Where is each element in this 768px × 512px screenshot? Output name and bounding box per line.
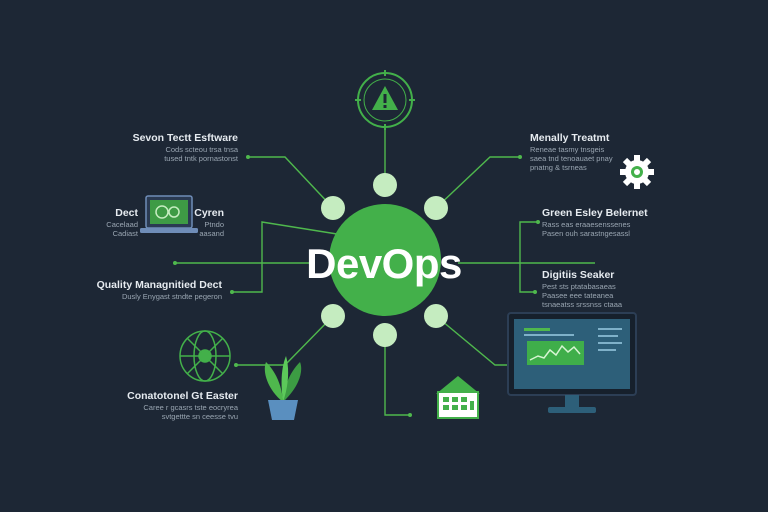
endpoint-dot [234,363,238,367]
connector-cyren [232,221,338,293]
network-globe-icon [179,330,231,382]
desc-line: Pest sts ptatabasaeas [542,282,616,291]
desc-line: saea tnd tenoauaet pnay [530,154,613,163]
node-desc-dect: Cacelaad Cadiast [96,220,138,238]
desc-line: Cadiast [112,229,138,238]
satellite-node [373,173,397,197]
desc-line: aasand [199,229,224,238]
endpoint-dot [536,220,540,224]
desc-line: Reneae tasmy tnsgeis [530,145,605,154]
satellite-node [424,196,448,220]
node-desc-cyren: Ptndo aasand [188,220,224,238]
satellite-node [373,323,397,347]
connector-monitor [435,315,510,366]
connector-sevon [248,156,334,209]
node-desc-green: Rass eas eraaesenssenes Pasen ouh sarast… [542,220,662,238]
node-label-digitiis: Digitiis Seaker [542,269,615,281]
endpoint-dot [230,290,234,294]
node-label-cyren: Cyren [194,207,224,219]
node-label-dect: Dect [115,207,138,219]
central-hub [329,204,441,316]
node-label-menally: Menally Treatmt [530,132,610,144]
node-label-quality: Quality Managnitied Dect [96,279,222,291]
node-label-green: Green Esley Belernet [542,207,648,219]
node-desc-sevon: Cods scteou trsa tnsa tused tntk pornast… [118,145,238,163]
desc-line: Pasen ouh sarastngesassl [542,229,630,238]
desc-line: tused tntk pornastonst [164,154,238,163]
node-label-sevon: Sevon Tectt Esftware [132,132,238,144]
desc-line: Cods scteou trsa tnsa [165,145,238,154]
node-label-conatotonel: Conatotonel Gt Easter [127,390,238,402]
plant-icon [264,356,302,420]
connector-menally [435,156,520,209]
desc-line: pnatng & tsrneas [530,163,587,172]
warning-triangle-icon [355,70,415,130]
satellite-node [424,304,448,328]
node-desc-menally: Reneae tasmy tnsgeis saea tnd tenoauaet … [530,145,630,172]
desc-line: svtgettte sn ceesse tvu [161,412,238,421]
desc-line: Rass eas eraaesenssenes [542,220,631,229]
endpoint-dot [408,413,412,417]
endpoint-dot [518,155,522,159]
connector-conatotonel [236,315,334,366]
connector-bottom [384,335,410,416]
desc-line: Dusly Enygast stndte pegeron [121,292,222,301]
node-desc-conatotonel: Caree r gcasrs tste eocryrea svtgettte s… [118,403,238,421]
satellite-node [321,304,345,328]
endpoint-dot [173,261,177,265]
central-title: DevOps [306,240,462,287]
satellite-node [321,196,345,220]
node-desc-quality: Dusly Enygast stndte pegeron [96,292,222,301]
desc-line: Paasee eee tateanea [542,291,614,300]
desc-line: Cacelaad [106,220,138,229]
node-desc-digitiis: Pest sts ptatabasaeas Paasee eee tateane… [542,282,662,309]
gear-icon [620,155,654,189]
house-grid-icon [436,376,480,419]
connector-green-branch [519,221,538,263]
desc-line: Caree r gcasrs tste eocryrea [143,403,238,412]
desc-line: Ptndo [204,220,224,229]
laptop-icon [140,195,198,233]
desc-line: tsnaeatss srssnss ctaaa [542,300,623,309]
monitor-chart-icon [507,312,637,413]
endpoint-dot [246,155,250,159]
endpoint-dot [533,290,537,294]
connector-digitiis [519,263,535,293]
